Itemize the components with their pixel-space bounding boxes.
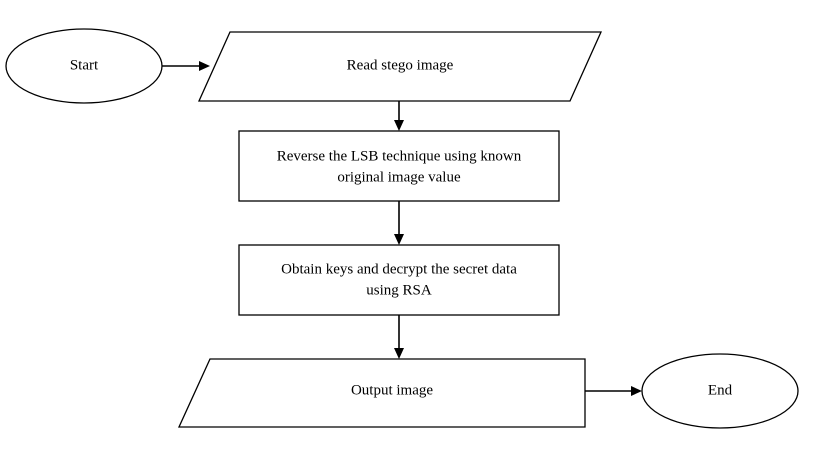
- obtain-label-line-2: using RSA: [366, 282, 432, 298]
- edge-start-to-read: [162, 61, 210, 71]
- reverse-process-shape: [238, 130, 560, 202]
- reverse-label-line-2: original image value: [337, 169, 461, 185]
- node-reverse-lsb: Reverse the LSB technique using known or…: [238, 130, 560, 202]
- node-end: End: [641, 353, 799, 429]
- edge-read-to-reverse: [394, 101, 404, 131]
- obtain-label-line-1: Obtain keys and decrypt the secret data: [281, 261, 517, 277]
- edge-reverse-to-obtain: [394, 201, 404, 245]
- read-label: Read stego image: [347, 57, 454, 73]
- end-label: End: [708, 382, 733, 398]
- arrowhead-icon: [199, 61, 210, 71]
- edge-output-to-end: [585, 386, 642, 396]
- reverse-label-line-1: Reverse the LSB technique using known: [277, 148, 522, 164]
- arrowhead-icon: [394, 120, 404, 131]
- edge-obtain-to-output: [394, 315, 404, 359]
- arrowhead-icon: [394, 234, 404, 245]
- read-input-shape: [197, 31, 603, 102]
- node-start: Start: [5, 28, 163, 104]
- arrowhead-icon: [394, 348, 404, 359]
- node-output-image: Output image: [177, 358, 586, 428]
- obtain-process-shape: [238, 244, 560, 316]
- output-shape: [177, 358, 586, 428]
- start-label: Start: [70, 57, 99, 73]
- node-obtain-keys-decrypt: Obtain keys and decrypt the secret data …: [238, 244, 560, 316]
- arrowhead-icon: [631, 386, 642, 396]
- node-read-stego-image: Read stego image: [197, 31, 603, 102]
- output-label: Output image: [351, 382, 433, 398]
